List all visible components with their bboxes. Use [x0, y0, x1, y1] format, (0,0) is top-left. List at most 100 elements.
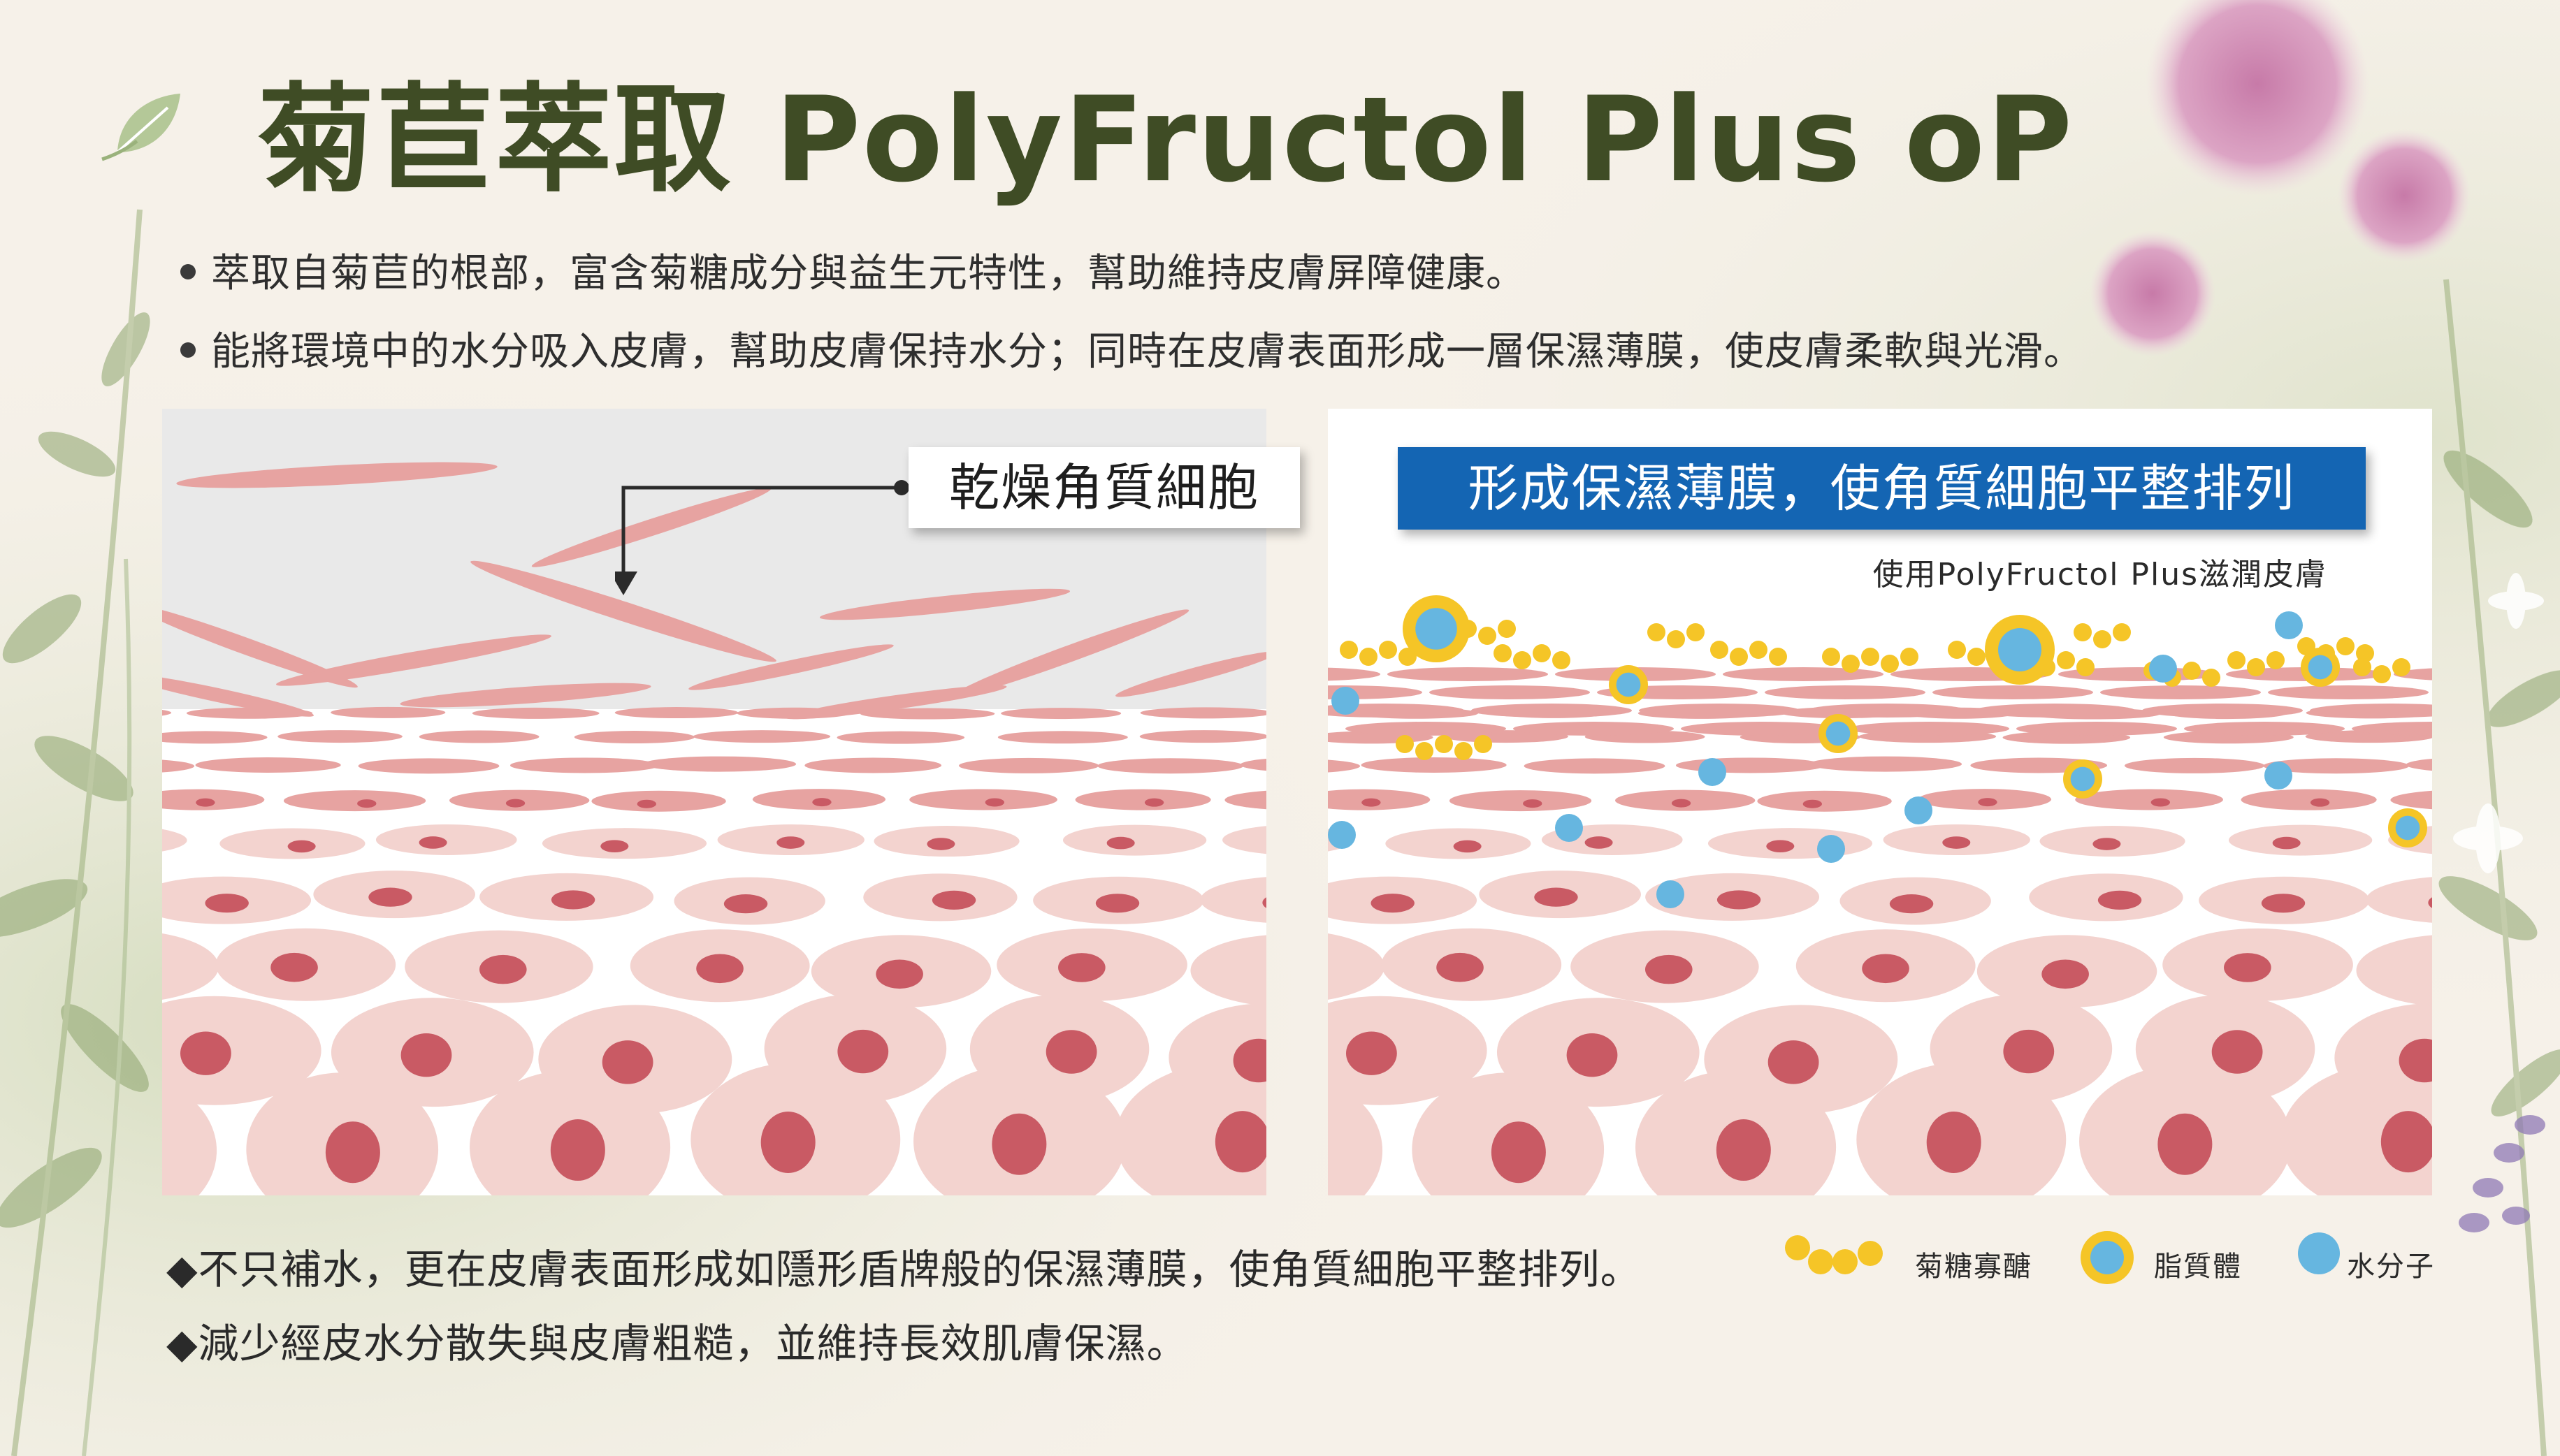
- cell-nucleus: [551, 890, 595, 910]
- cell-nucleus: [637, 799, 656, 808]
- cell-nucleus: [2224, 953, 2271, 982]
- dry-skin-illustration: [162, 409, 1266, 1195]
- cell-nucleus: [1453, 840, 1482, 853]
- cell-nucleus: [357, 799, 377, 808]
- skin-cell: [162, 829, 187, 852]
- water-molecule: [1656, 880, 1684, 908]
- cell-nucleus: [180, 1031, 231, 1075]
- inulin-bead: [1967, 648, 1986, 666]
- skin-cell: [1224, 790, 1266, 810]
- inulin-bead: [1398, 648, 1417, 666]
- inulin-bead: [1686, 623, 1705, 641]
- moisture-film-caption: 使用PolyFructol Plus滋潤皮膚: [1872, 557, 2327, 592]
- skin-cell: [1328, 759, 1361, 773]
- liposome-core: [1616, 672, 1641, 697]
- skin-cell: [419, 730, 540, 743]
- cell-nucleus: [205, 894, 249, 913]
- cell-nucleus: [1862, 954, 1909, 984]
- skin-cell: [195, 757, 341, 773]
- inulin-bead: [2076, 658, 2095, 676]
- skin-cell: [1240, 758, 1266, 771]
- smooth-corneocyte: [1328, 704, 1464, 718]
- inulin-bead: [1861, 648, 1879, 666]
- callout-pointer-line: [615, 480, 909, 595]
- inulin-bead: [1710, 641, 1728, 659]
- skin-cell: [2075, 789, 2223, 810]
- inulin-bead: [2074, 623, 2092, 641]
- skin-cell: [693, 730, 831, 743]
- inulin-bead: [1379, 641, 1397, 659]
- note-line-2: ◆減少經皮水分散失與皮膚粗糙，並維持長效肌膚保濕。: [166, 1320, 1188, 1367]
- inulin-bead: [2373, 665, 2391, 683]
- dry-corneocyte-flake: [276, 634, 551, 686]
- left-foliage-decoration: [0, 209, 150, 1456]
- inulin-bead: [2353, 658, 2371, 676]
- skin-cell: [331, 706, 446, 718]
- water-molecule: [2275, 611, 2303, 639]
- skin-cell: [614, 707, 739, 719]
- cell-nucleus: [325, 1121, 380, 1184]
- inulin-bead: [2392, 658, 2410, 676]
- inulin-bead: [2202, 669, 2220, 687]
- smooth-corneocyte: [1328, 667, 1380, 681]
- smooth-corneocyte: [2100, 685, 2261, 699]
- inulin-bead: [1730, 648, 1748, 666]
- cell-nucleus: [1926, 1112, 1981, 1174]
- inulin-bead: [1478, 627, 1496, 645]
- cell-nucleus: [2003, 1029, 2055, 1074]
- cell-nucleus: [1802, 799, 1822, 808]
- smooth-corneocyte: [1471, 704, 1632, 718]
- cell-nucleus: [1566, 1033, 1618, 1077]
- cell-nucleus: [1361, 798, 1381, 807]
- cell-nucleus: [1767, 1040, 1819, 1084]
- cell-nucleus: [1716, 890, 1761, 910]
- inulin-bead: [2336, 637, 2355, 655]
- inulin-bead: [1396, 735, 1414, 753]
- smooth-corneocyte: [1513, 722, 1674, 736]
- water-molecule: [2149, 655, 2177, 683]
- skin-cell: [1169, 1003, 1266, 1112]
- skin-cell: [1075, 789, 1211, 810]
- skin-cell: [958, 757, 1099, 773]
- cell-nucleus: [2211, 1030, 2263, 1074]
- cell-nucleus: [696, 954, 744, 984]
- dry-corneocyte-flake: [785, 685, 1007, 720]
- inulin-bead: [1435, 735, 1453, 753]
- inulin-bead: [2356, 644, 2374, 662]
- legend: 菊糖寡醣 脂質體 水分子: [1782, 1230, 2481, 1293]
- smooth-corneocyte: [2142, 704, 2303, 718]
- lavender-decoration: [2459, 1115, 2545, 1232]
- dry-corneocyte-label: 乾燥角質細胞: [909, 447, 1300, 528]
- smooth-corneocyte: [2310, 704, 2432, 718]
- skin-cell: [1097, 758, 1244, 774]
- inulin-bead: [1842, 655, 1860, 673]
- cell-nucleus: [2399, 1038, 2432, 1083]
- right-foliage-decoration: [2438, 279, 2560, 1456]
- cell-nucleus: [1584, 836, 1613, 849]
- inulin-bead: [1513, 651, 1531, 669]
- cell-nucleus: [1106, 836, 1135, 850]
- skin-cell: [1200, 877, 1266, 923]
- smooth-corneocyte: [1849, 722, 2009, 736]
- water-molecule: [1555, 814, 1583, 842]
- skin-cell: [375, 824, 517, 855]
- skin-cell: [643, 756, 797, 772]
- water-molecule: [1904, 796, 1932, 824]
- skin-cell: [1361, 757, 1507, 773]
- cell-nucleus: [985, 798, 1004, 807]
- skin-cell: [2366, 877, 2432, 923]
- cell-nucleus: [1942, 836, 1971, 849]
- smooth-corneocyte: [1387, 667, 1548, 681]
- cell-nucleus: [1058, 953, 1106, 982]
- cell-nucleus: [2092, 838, 2121, 850]
- skin-cell: [1222, 826, 1266, 854]
- cell-nucleus: [2041, 959, 2089, 989]
- cell-nucleus: [550, 1119, 605, 1181]
- skin-cell: [1524, 758, 1665, 774]
- cell-nucleus: [1233, 1038, 1266, 1083]
- bullet-text: 萃取自菊苣的根部，富含菊糖成分與益生元特性，幫助維持皮膚屏障健康。: [211, 251, 1526, 296]
- cell-nucleus: [505, 799, 526, 808]
- cell-nucleus: [1644, 954, 1693, 984]
- skin-cell: [162, 710, 172, 716]
- cell-nucleus: [1671, 799, 1691, 808]
